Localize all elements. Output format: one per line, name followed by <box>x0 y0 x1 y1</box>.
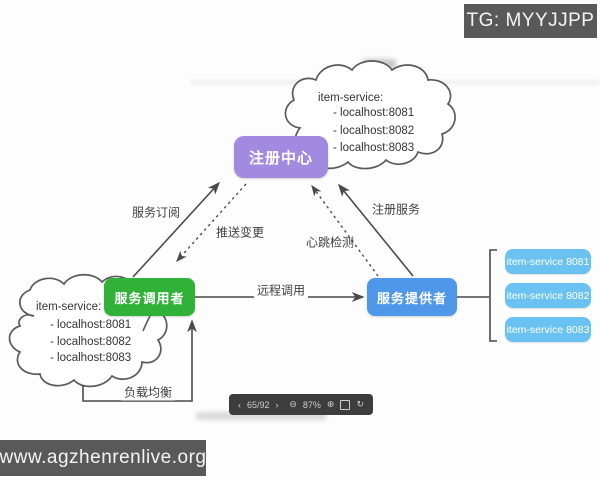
telegram-watermark-badge: TG: MYYJJPP <box>464 4 597 38</box>
edge-push <box>176 183 247 263</box>
registry-cloud-item: - localhost:8083 <box>333 142 415 154</box>
registry-cloud-shape <box>284 60 456 170</box>
registry-cloud-title: item-service: <box>318 92 384 104</box>
caller-cloud-item: - localhost:8082 <box>50 336 132 348</box>
registry-center-node: 注册中心 <box>234 136 328 178</box>
registry-cloud-item: - localhost:8081 <box>333 107 415 119</box>
edge-label-load-balance: 负载均衡 <box>120 383 176 401</box>
pdf-viewer-toolbar: ‹ 65/92 › ⊖ 87% ⊕ ↻ <box>229 394 373 415</box>
edge-label-subscribe: 服务订阅 <box>131 205 181 220</box>
zoom-level[interactable]: 87% <box>302 399 321 410</box>
caller-cloud-title: item-service: <box>36 301 102 313</box>
service-caller-node: 服务调用者 <box>104 278 195 316</box>
item-service-instance: item-service 8081 <box>505 249 591 274</box>
caller-cloud-connector <box>142 315 151 332</box>
edge-label-heartbeat: 心跳检测 <box>305 235 355 250</box>
edge-label-push: 推送变更 <box>215 225 265 240</box>
zoom-in-icon[interactable]: ⊕ <box>326 399 335 409</box>
censored-watermark-strip <box>196 412 326 420</box>
page-indicator[interactable]: 65/92 <box>247 399 270 410</box>
service-provider-node: 服务提供者 <box>367 278 457 316</box>
caller-cloud-item: - localhost:8083 <box>50 352 132 364</box>
edge-heartbeat <box>311 184 379 277</box>
instances-bracket <box>489 249 497 342</box>
fit-to-page-icon[interactable] <box>340 399 351 410</box>
caller-cloud-item: - localhost:8081 <box>50 319 132 331</box>
next-page-icon[interactable]: › <box>275 399 279 410</box>
registry-cloud-item: - localhost:8082 <box>333 125 415 137</box>
item-service-instance: item-service 8082 <box>505 283 591 308</box>
prev-page-icon[interactable]: ‹ <box>238 399 241 410</box>
rotate-icon[interactable]: ↻ <box>356 399 364 409</box>
edge-label-register: 注册服务 <box>371 202 421 217</box>
edge-subscribe <box>132 181 221 278</box>
edge-label-remote-call: 远程调用 <box>253 281 309 299</box>
edge-register <box>337 183 414 277</box>
website-watermark-badge: www.agzhenrenlive.org <box>0 440 206 476</box>
edge-load-balance <box>82 319 197 402</box>
zoom-out-icon[interactable]: ⊖ <box>289 399 297 409</box>
item-service-instance: item-service 8083 <box>505 317 591 342</box>
